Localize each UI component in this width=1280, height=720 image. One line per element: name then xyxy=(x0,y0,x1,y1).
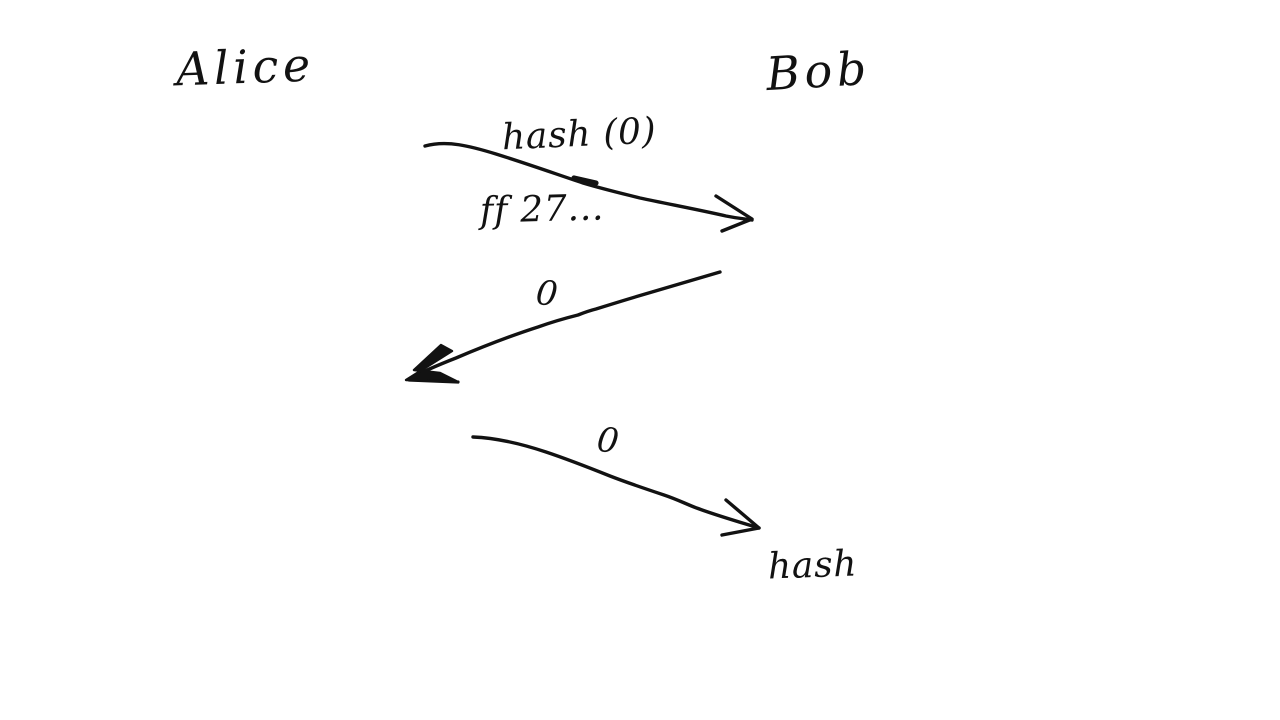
message-arrow-1 xyxy=(423,141,754,233)
arrow-shaft-3 xyxy=(471,435,761,530)
message-1-label-bottom: ff 27... xyxy=(479,187,605,232)
message-arrow-3 xyxy=(471,435,761,537)
message-1-label-top: hash (0) xyxy=(501,110,658,159)
ink-blot-1 xyxy=(571,175,599,186)
message-2-label: 0 xyxy=(533,272,561,316)
arrow-shaft-1 xyxy=(423,141,754,222)
arrowhead-1 xyxy=(714,194,754,233)
annotation-hash: hash xyxy=(767,543,858,588)
message-3-label: 0 xyxy=(594,419,622,463)
arrowhead-2 xyxy=(404,343,458,383)
arrowhead-3 xyxy=(720,498,761,537)
arrowhead-2-tail xyxy=(407,378,460,384)
message-arrow-2 xyxy=(404,270,722,384)
participant-label-alice: Alice xyxy=(175,37,316,97)
arrow-shaft-2 xyxy=(407,270,722,381)
participant-label-bob: Bob xyxy=(764,40,873,102)
